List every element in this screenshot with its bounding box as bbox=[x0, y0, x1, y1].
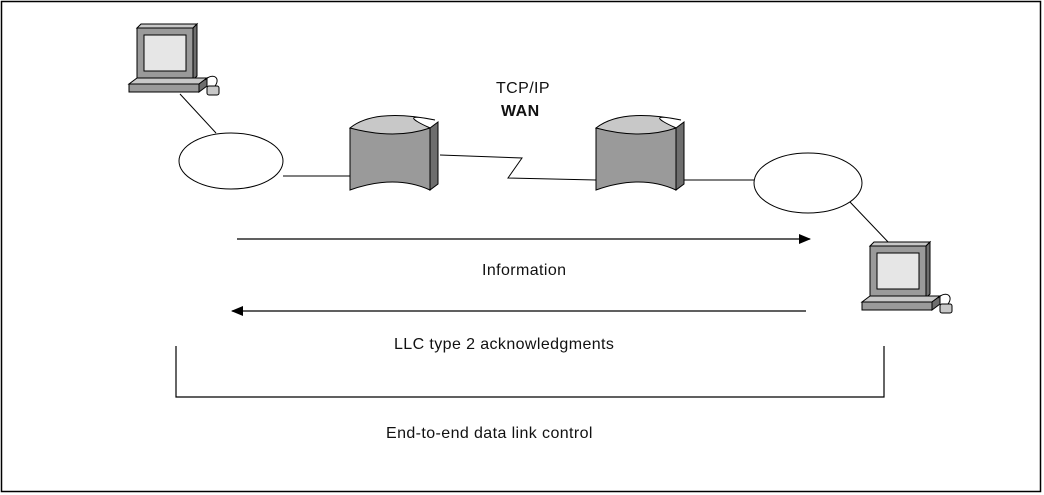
lan-ring-right-icon bbox=[753, 152, 863, 214]
wan-name-label: WAN bbox=[501, 103, 540, 120]
end-to-end-bracket bbox=[175, 346, 885, 398]
link-lan-right-ws bbox=[849, 201, 891, 245]
lan-ring-left-icon bbox=[178, 132, 284, 190]
link-ws-left bbox=[179, 93, 217, 134]
router-right-icon bbox=[594, 115, 685, 191]
workstation-left-icon bbox=[127, 22, 220, 96]
wan-protocol-label: TCP/IP bbox=[496, 80, 550, 97]
acknowledgments-label: LLC type 2 acknowledgments bbox=[394, 336, 615, 353]
wan-link bbox=[439, 154, 597, 181]
end-to-end-label: End-to-end data link control bbox=[386, 425, 593, 442]
workstation-right-icon bbox=[860, 240, 953, 314]
information-label: Information bbox=[482, 262, 567, 279]
router-left-icon bbox=[348, 115, 439, 191]
